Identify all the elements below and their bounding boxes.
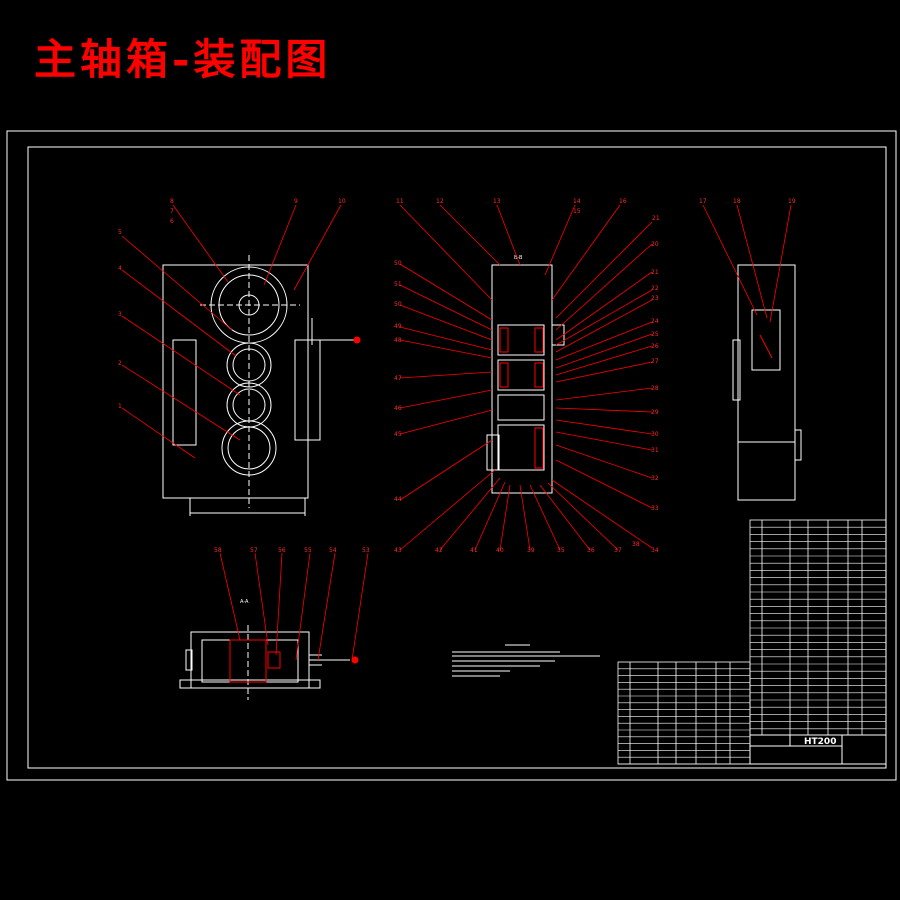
callout-58: 58 (214, 547, 222, 554)
callout-29: 29 (651, 409, 659, 416)
technical-notes (452, 644, 600, 677)
side-view-callouts: 17 18 19 (699, 198, 796, 205)
callout-56: 56 (278, 547, 286, 554)
side-view-leaders (702, 204, 792, 323)
callout-9: 9 (294, 198, 298, 205)
callout-37: 37 (614, 547, 622, 554)
callout-13: 13 (493, 198, 501, 205)
callout-10: 10 (338, 198, 346, 205)
sheet-inner-border (27, 146, 887, 769)
callout-40: 40 (496, 547, 504, 554)
section-label-bb: B-B (514, 255, 523, 261)
callout-27: 27 (651, 358, 659, 365)
callout-11: 11 (396, 198, 404, 205)
title-block (749, 734, 887, 765)
callout-16: 16 (619, 198, 627, 205)
callout-32: 32 (651, 475, 659, 482)
callout-18: 18 (733, 198, 741, 205)
callout-57: 57 (250, 547, 258, 554)
callout-44: 44 (394, 496, 402, 503)
callout-47: 47 (394, 375, 402, 382)
side-view (732, 264, 802, 501)
callout-42: 42 (435, 547, 443, 554)
front-view (162, 255, 361, 516)
callout-26: 26 (651, 343, 659, 350)
callout-21a: 21 (652, 215, 660, 222)
plan-view-callouts: 58 57 56 55 54 53 (214, 547, 370, 554)
callout-19: 19 (788, 198, 796, 205)
front-view-leaders (121, 204, 342, 459)
callout-6: 6 (170, 218, 174, 225)
callout-1: 1 (118, 403, 122, 410)
callout-4: 4 (118, 265, 122, 272)
callout-24: 24 (651, 318, 659, 325)
callout-12: 12 (436, 198, 444, 205)
callout-34: 34 (651, 547, 659, 554)
callout-15: 15 (573, 208, 581, 215)
callout-50b: 50 (394, 301, 402, 308)
callout-3: 3 (118, 311, 122, 318)
callout-50a: 50 (394, 260, 402, 267)
callout-33: 33 (651, 505, 659, 512)
callout-36: 36 (587, 547, 595, 554)
parts-list-upper-rows (750, 526, 886, 730)
section-view (486, 264, 565, 494)
callout-55: 55 (304, 547, 312, 554)
callout-2: 2 (118, 360, 122, 367)
callout-31: 31 (651, 447, 659, 454)
callout-14: 14 (573, 198, 581, 205)
callout-35: 35 (557, 547, 565, 554)
callout-38: 38 (632, 541, 640, 548)
callout-5: 5 (118, 229, 122, 236)
callout-54: 54 (329, 547, 337, 554)
callout-51: 51 (394, 281, 402, 288)
sheet-outer-border (6, 130, 897, 781)
callout-48: 48 (394, 337, 402, 344)
section-view-leaders (399, 204, 653, 551)
callout-49: 49 (394, 323, 402, 330)
callout-8: 8 (170, 198, 174, 205)
callout-20: 20 (651, 241, 659, 248)
callout-41: 41 (470, 547, 478, 554)
callout-23: 23 (651, 295, 659, 302)
callout-17: 17 (699, 198, 707, 205)
callout-45: 45 (394, 431, 402, 438)
callout-25: 25 (651, 331, 659, 338)
drawing-title: 主轴箱-装配图 (34, 35, 332, 84)
plan-view-detail (229, 639, 359, 683)
callout-46: 46 (394, 405, 402, 412)
plan-view (179, 625, 350, 700)
parts-list-upper (749, 519, 887, 736)
parts-list-lower-rows (618, 668, 750, 765)
callout-43: 43 (394, 547, 402, 554)
callout-7: 7 (170, 208, 174, 215)
front-view-callouts: 8 7 6 9 10 5 4 3 2 1 (118, 198, 346, 410)
callout-28: 28 (651, 385, 659, 392)
parts-list-lower (617, 661, 751, 765)
section-view-callouts: 11 12 13 14 15 16 21 50 51 50 49 48 47 4… (394, 198, 660, 554)
callout-22: 22 (651, 285, 659, 292)
material-label: HT200 (804, 737, 836, 747)
callout-21: 21 (651, 269, 659, 276)
plan-view-leaders (219, 552, 369, 661)
section-label-aa: A-A (240, 599, 249, 605)
callout-53: 53 (362, 547, 370, 554)
callout-39: 39 (527, 547, 535, 554)
section-view-detail (499, 327, 544, 469)
callout-30: 30 (651, 431, 659, 438)
